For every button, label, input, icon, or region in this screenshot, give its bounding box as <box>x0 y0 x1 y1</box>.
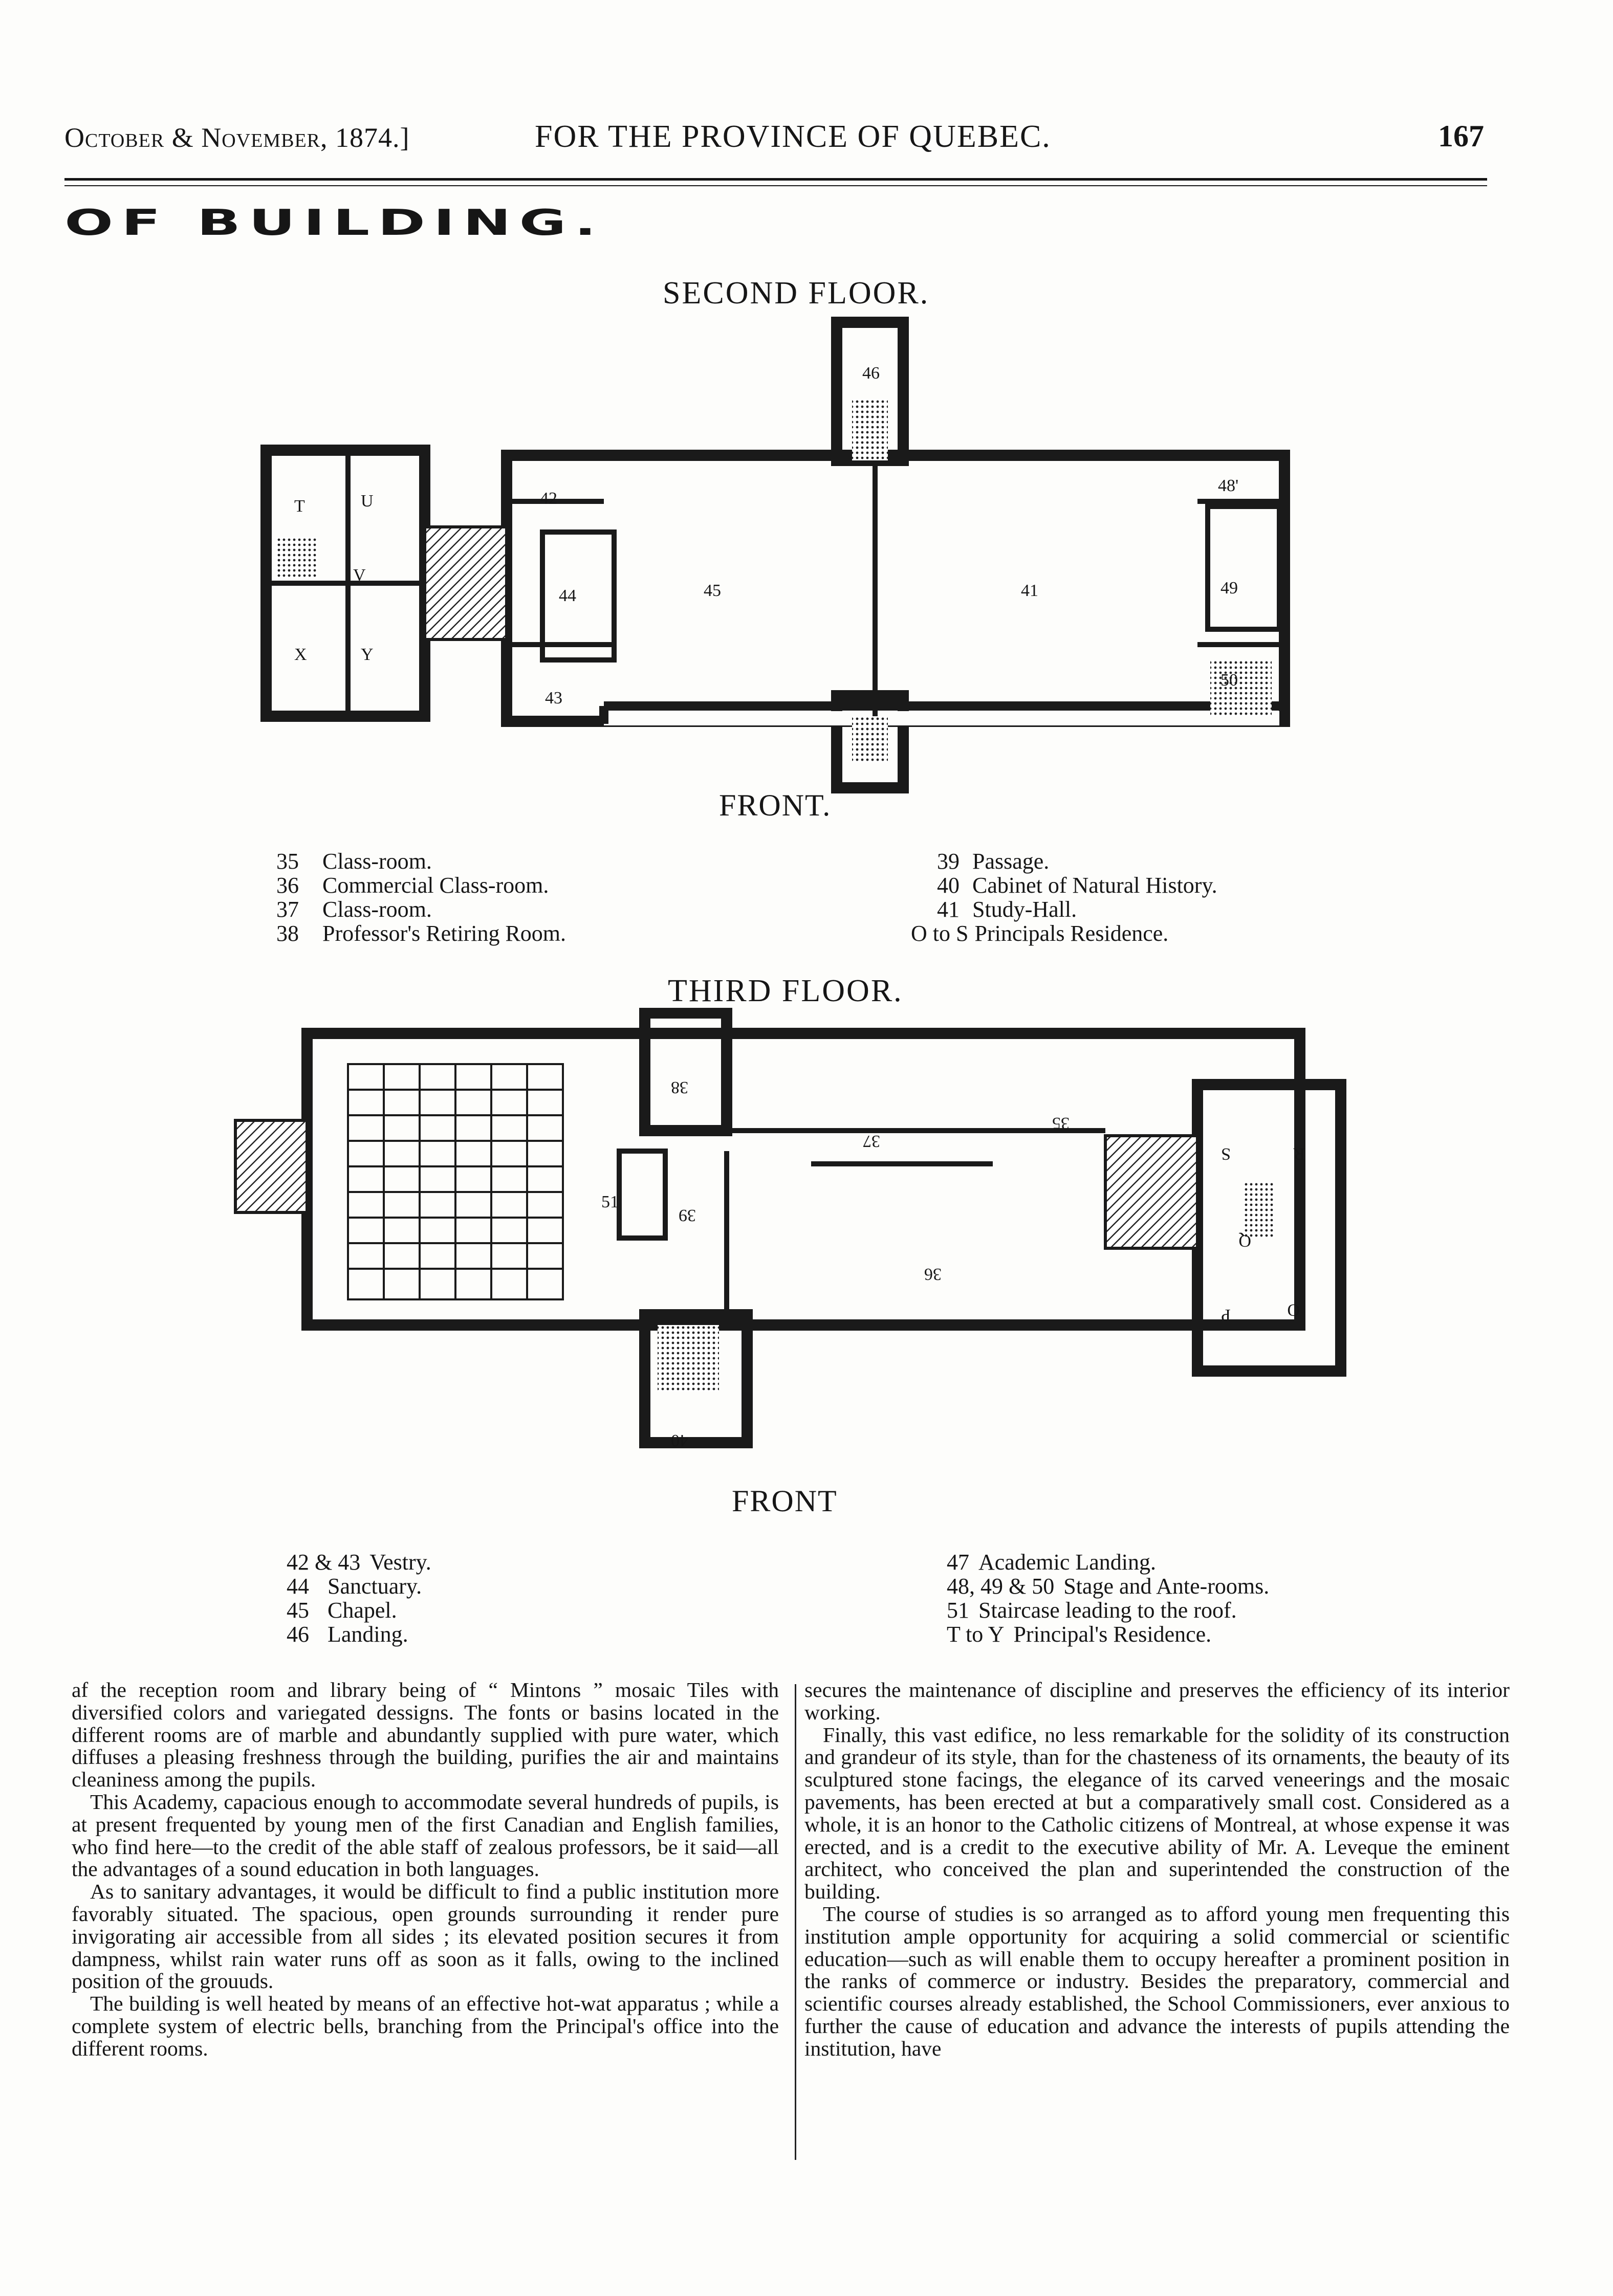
room-40-label: 40 <box>671 1431 688 1450</box>
body-column-left: af the reception room and library being … <box>72 1679 779 2060</box>
stair-50 <box>1210 660 1272 716</box>
room-36-label: 36 <box>924 1265 942 1284</box>
room-35-label: 35 <box>1052 1114 1070 1133</box>
stair-landing-46 <box>852 399 888 460</box>
stair-residence <box>276 537 317 578</box>
room-38-label: 38 <box>671 1078 688 1097</box>
page-number: 167 <box>1438 119 1484 153</box>
room-45-label: 45 <box>704 581 721 600</box>
room-s-label: S <box>1221 1144 1231 1163</box>
room-42-label: 42 <box>540 489 557 508</box>
paragraph: The building is well heated by means of … <box>72 1992 779 2060</box>
room-48-label: 48' <box>1218 476 1238 495</box>
paragraph: This Academy, capacious enough to accomm… <box>72 1790 779 1881</box>
stair-40 <box>658 1325 719 1392</box>
room-u-label: U <box>361 492 374 511</box>
room-50-label: 50 <box>1220 671 1238 690</box>
stair-front <box>852 716 888 762</box>
column-divider <box>795 1684 796 2160</box>
third-floor-title: THIRD FLOOR. <box>668 974 903 1008</box>
room-37-label: 37 <box>863 1132 880 1151</box>
paragraph: The course of studies is so arranged as … <box>804 1902 1510 2060</box>
room-q-label: Q <box>1238 1231 1251 1250</box>
header-date: October & November, 1874.] <box>64 122 410 153</box>
paragraph: Finally, this vast edifice, no less rema… <box>804 1723 1510 1904</box>
room-x-label: X <box>294 645 307 664</box>
body-column-right: secures the maintenance of discipline an… <box>804 1679 1510 2060</box>
room-r-label: R <box>1293 1144 1305 1163</box>
room-v-label: V <box>353 566 366 585</box>
side-bay <box>234 1119 309 1214</box>
paragraph: af the reception room and library being … <box>72 1678 779 1792</box>
room-o-label: O <box>1287 1300 1300 1319</box>
connector-corridor <box>1104 1134 1199 1250</box>
stair-residence <box>1244 1182 1274 1238</box>
room-43-label: 43 <box>545 689 562 708</box>
second-floor-title: SECOND FLOOR. <box>663 276 930 311</box>
header-rule <box>64 178 1487 181</box>
paragraph: As to sanitary advantages, it would be d… <box>72 1880 779 1993</box>
room-t-label: T <box>294 497 305 516</box>
room-39-label: 39 <box>679 1206 696 1225</box>
room-y-label: Y <box>361 645 374 664</box>
connector-corridor <box>423 525 508 641</box>
chapel-seating <box>347 1063 564 1300</box>
room-41-label: 41 <box>1021 581 1038 600</box>
room-49-label: 49 <box>1220 579 1238 598</box>
section-banner: OF BUILDING. <box>64 202 604 244</box>
room-46-label: 46 <box>862 364 880 383</box>
third-floor-plan: 38 37 35 51 39 36 40 S R Q P O <box>234 1008 1346 1450</box>
header-rule-thin <box>64 185 1487 186</box>
header-title: FOR THE PROVINCE OF QUEBEC. <box>535 119 1051 154</box>
second-floor-plan: 46 42 44 45 41 43 48' 49 50 T U V X Y <box>260 317 1290 793</box>
paragraph: secures the maintenance of discipline an… <box>804 1678 1510 1724</box>
third-floor-front-label: FRONT <box>732 1484 838 1518</box>
room-51-label: 51 <box>601 1193 619 1211</box>
second-floor-front-label: FRONT. <box>719 788 832 822</box>
room-p-label: P <box>1221 1306 1231 1324</box>
room-44-label: 44 <box>559 586 576 605</box>
